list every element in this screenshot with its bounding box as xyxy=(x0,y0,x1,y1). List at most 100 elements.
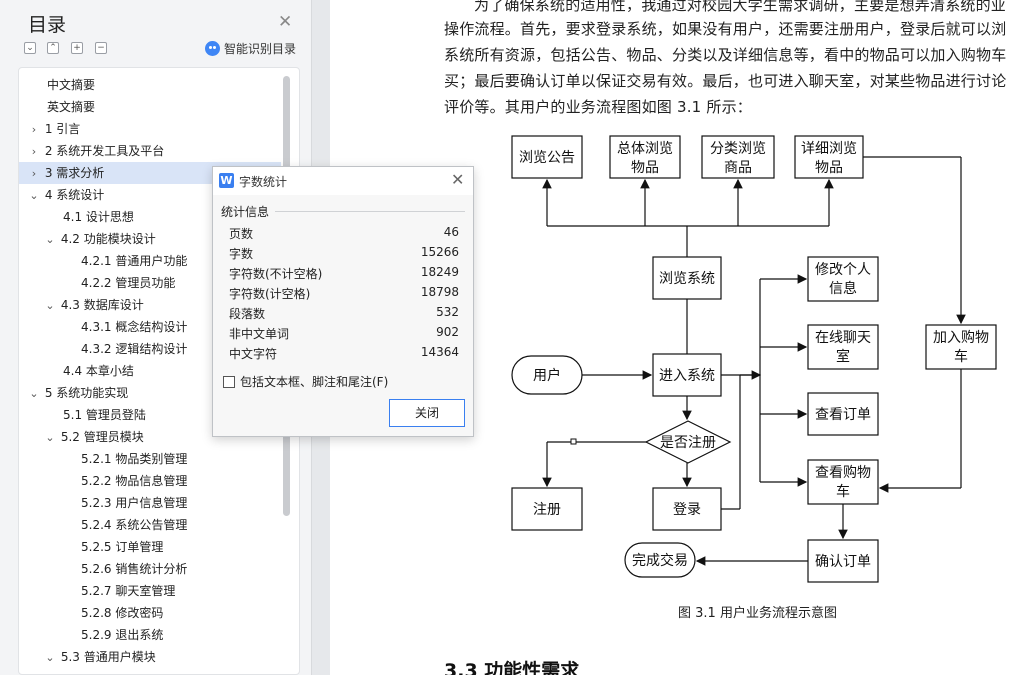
toc-item-label: 5.2.4 系统公告管理 xyxy=(81,518,188,532)
dialog-title: 字数统计 xyxy=(239,175,288,189)
toc-item[interactable]: › 1 引言 xyxy=(19,118,281,140)
stat-row: 字符数(不计空格)18249 xyxy=(229,265,459,285)
node-label: 查看订单 xyxy=(815,407,871,423)
toc-item[interactable]: ⌄ 4.2 功能模块设计 xyxy=(19,228,281,250)
node-label: 总体浏览 xyxy=(617,141,673,157)
collapse-all-icon[interactable]: ⌄ xyxy=(24,42,36,54)
stat-row: 字符数(计空格)18798 xyxy=(229,285,459,305)
expand-up-icon[interactable]: ⌃ xyxy=(47,42,59,54)
paragraph-line: 为了确保系统的适用性，我通过对校园大学生需求调研，主要是想弄清系统的业 xyxy=(474,0,1007,14)
dialog-close-icon[interactable]: ✕ xyxy=(451,170,465,189)
stat-label: 字数 xyxy=(229,247,254,261)
toc-item-label: 5.3 普通用户模块 xyxy=(60,650,156,664)
toc-item-label: 5.2 管理员模块 xyxy=(60,430,144,444)
toc-item-label: 英文摘要 xyxy=(47,100,96,114)
stat-label: 中文字符 xyxy=(229,347,278,361)
toc-item[interactable]: 4.2.2 管理员功能 xyxy=(19,272,281,294)
chevron-down-icon[interactable]: ⌄ xyxy=(45,233,55,246)
toc-item-label: 5.2.3 用户信息管理 xyxy=(81,496,188,510)
chevron-down-icon[interactable]: ⌄ xyxy=(45,299,55,312)
chevron-right-icon[interactable]: › xyxy=(31,145,37,158)
toc-item-label: 5.1 管理员登陆 xyxy=(63,408,146,422)
node-chat xyxy=(807,324,879,370)
toc-item[interactable]: ⌄ 5.3 普通用户模块 xyxy=(19,646,281,668)
toc-item-label: 4.1 设计思想 xyxy=(63,210,134,224)
toc-item[interactable]: 4.3.1 概念结构设计 xyxy=(19,316,281,338)
node-label: 浏览系统 xyxy=(659,271,715,287)
toc-item-label: 2 系统开发工具及平台 xyxy=(44,144,165,158)
toc-item[interactable]: 5.2.1 物品类别管理 xyxy=(19,448,281,470)
toc-item[interactable]: ⌄ 4 系统设计 xyxy=(19,184,281,206)
toc-item[interactable]: 5.2.6 销售统计分析 xyxy=(19,558,281,580)
remove-heading-icon[interactable]: − xyxy=(95,42,107,54)
close-button[interactable]: 关闭 xyxy=(389,399,465,427)
toc-item[interactable]: 4.4 本章小结 xyxy=(19,360,281,382)
node-label: 车 xyxy=(836,483,850,500)
toc-item[interactable]: 英文摘要 xyxy=(19,96,281,118)
stat-value: 18249 xyxy=(420,265,459,279)
toc-item-label: 4.3.1 概念结构设计 xyxy=(81,320,188,334)
toc-item-label: 5.2.2 物品信息管理 xyxy=(81,474,188,488)
stat-row: 非中文单词 902 xyxy=(229,325,459,345)
node-label: 车 xyxy=(954,348,968,365)
node-browse-all xyxy=(609,135,681,179)
chevron-down-icon[interactable]: ⌄ xyxy=(29,189,39,202)
stat-value: 902 xyxy=(436,325,459,339)
include-textbox-footnotes-checkbox[interactable]: 包括文本框、脚注和尾注(F) xyxy=(223,373,388,390)
chevron-right-icon[interactable]: › xyxy=(31,123,37,136)
toc-item-label: 4.3.2 逻辑结构设计 xyxy=(81,342,188,356)
chevron-down-icon[interactable]: ⌄ xyxy=(45,431,55,444)
chevron-right-icon[interactable]: › xyxy=(31,167,37,180)
node-label: 商品 xyxy=(724,160,752,176)
toc-item[interactable]: ⌄ 5.2 管理员模块 xyxy=(19,426,281,448)
add-heading-icon[interactable]: + xyxy=(71,42,83,54)
toc-item-label: 4.2 功能模块设计 xyxy=(60,232,156,246)
node-label: 用户 xyxy=(533,367,561,384)
smart-robot-icon xyxy=(205,41,220,56)
toc-item[interactable]: 5.2.5 订单管理 xyxy=(19,536,281,558)
toc-item[interactable]: 中文摘要 xyxy=(19,74,281,96)
checkbox-box[interactable] xyxy=(223,375,235,388)
node-browse-category xyxy=(701,135,775,179)
toc-item-label: 4.2.1 普通用户功能 xyxy=(81,254,188,268)
figure-caption: 图 3.1 用户业务流程示意图 xyxy=(678,606,837,621)
toc-item[interactable]: ⌄ 5 系统功能实现 xyxy=(19,382,281,404)
dialog-titlebar[interactable]: W 字数统计 ✕ xyxy=(213,167,473,195)
paragraph-line: 系统所有资源，包括公告、物品、分类以及详细信息等，看中的物品可以加入购物车 xyxy=(444,46,1007,64)
toc-item-label: 5.2.9 退出系统 xyxy=(81,628,164,642)
toc-item[interactable]: 4.1 设计思想 xyxy=(19,206,281,228)
toc-item[interactable]: 5.2.7 聊天室管理 xyxy=(19,580,281,602)
toc-item[interactable]: 5.2.8 修改密码 xyxy=(19,602,281,624)
node-label: 浏览公告 xyxy=(519,150,575,166)
toc-item[interactable]: 5.1 管理员登陆 xyxy=(19,404,281,426)
toc-item-label: 4.4 本章小结 xyxy=(63,364,134,378)
node-label: 查看购物 xyxy=(815,465,871,481)
node-label: 信息 xyxy=(829,280,857,297)
toc-item[interactable]: 5.2.4 系统公告管理 xyxy=(19,514,281,536)
paragraph-line: 买；最后要确认订单以保证交易有效。最后，也可进入聊天室，对某些物品进行讨论 xyxy=(444,72,1007,90)
stat-value: 46 xyxy=(443,225,459,239)
toc-item[interactable]: 4.3.2 逻辑结构设计 xyxy=(19,338,281,360)
toc-item[interactable]: 5.2.9 退出系统 xyxy=(19,624,281,646)
chevron-down-icon[interactable]: ⌄ xyxy=(45,651,55,664)
toc-item-label: 5 系统功能实现 xyxy=(44,386,129,400)
toc-item[interactable]: 5.2.3 用户信息管理 xyxy=(19,492,281,514)
toc-item[interactable]: › 2 系统开发工具及平台 xyxy=(19,140,281,162)
node-label: 物品 xyxy=(815,160,843,176)
toc-item-label: 中文摘要 xyxy=(47,78,96,92)
toc-item[interactable]: 5.2.2 物品信息管理 xyxy=(19,470,281,492)
smart-toc-button[interactable]: 智能识别目录 xyxy=(205,40,296,57)
toc-item[interactable]: ⌄ 4.3 数据库设计 xyxy=(19,294,281,316)
toc-close-icon[interactable]: ✕ xyxy=(278,12,293,32)
node-label: 详细浏览 xyxy=(801,141,857,157)
stat-label: 字符数(计空格) xyxy=(229,287,311,301)
node-label: 注册 xyxy=(533,502,561,518)
node-label: 进入系统 xyxy=(659,368,715,384)
stat-label: 非中文单词 xyxy=(229,327,290,341)
chevron-down-icon[interactable]: ⌄ xyxy=(29,387,39,400)
toc-item-label: 5.2.5 订单管理 xyxy=(81,540,164,554)
toc-item[interactable]: 4.2.1 普通用户功能 xyxy=(19,250,281,272)
